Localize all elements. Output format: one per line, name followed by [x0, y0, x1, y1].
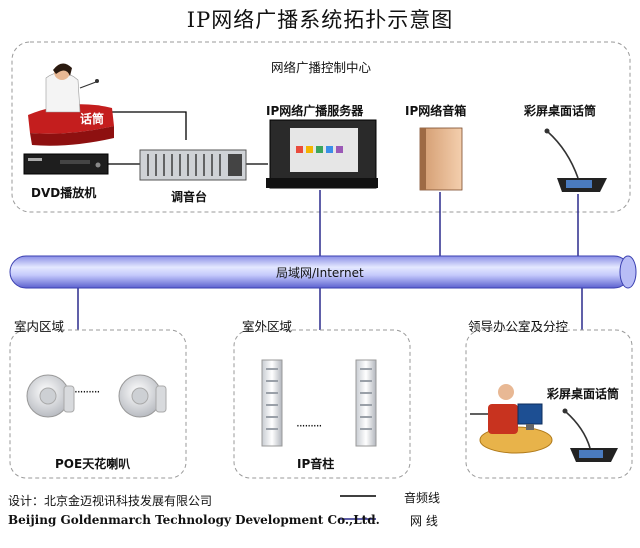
server-label: IP网络广播服务器 [266, 104, 364, 118]
network-links-upper [319, 190, 579, 256]
poe-ceiling-speaker-left-icon [26, 374, 75, 418]
dvd-player-label: DVD播放机 [31, 186, 97, 200]
outdoor-zone-box [233, 329, 411, 479]
indoor-ellipsis: ········· [74, 385, 100, 399]
indoor-zone-box [9, 329, 187, 479]
office-zone-label: 领导办公室及分控 [468, 319, 569, 334]
ip-speaker-label: IP网络音箱 [405, 104, 467, 118]
network-pipe [9, 255, 637, 289]
ip-speaker-icon [419, 127, 463, 191]
desktop-mic-label: 彩屏桌面话筒 [524, 104, 597, 118]
office-desktop-mic-label: 彩屏桌面话筒 [547, 387, 620, 401]
ip-column-speaker-right-icon [355, 359, 377, 447]
poe-ceiling-speaker-label: POE天花喇叭 [55, 457, 131, 471]
legend-audio-label: 音频线 [404, 491, 441, 505]
poe-ceiling-speaker-right-icon [118, 374, 167, 418]
outdoor-ellipsis: ········· [296, 419, 322, 433]
mixer-icon [139, 149, 247, 181]
diagram-title: IP网络广播系统拓扑示意图 [186, 8, 454, 32]
office-zone-box [465, 329, 633, 479]
dvd-player-icon [23, 153, 109, 175]
ip-column-speaker-left-icon [261, 359, 283, 447]
office-worker-icon [479, 384, 553, 454]
designer-en: Beijing Goldenmarch Technology Developme… [8, 513, 380, 527]
mixer-label: 调音台 [171, 190, 208, 204]
mic-tag-label: 话筒 [80, 112, 105, 126]
audio-links [108, 111, 492, 415]
control-center-box [11, 41, 631, 213]
indoor-zone-label: 室内区域 [14, 319, 65, 334]
server-rack-icon [266, 119, 378, 189]
operator-podium-icon [28, 63, 114, 146]
network-links-lower [77, 288, 583, 330]
network-label: 局域网/Internet [276, 266, 364, 280]
designer-cn: 设计：北京金迈视讯科技发展有限公司 [8, 494, 213, 508]
legend-network-label: 网 线 [410, 514, 438, 528]
control-center-label: 网络广播控制中心 [271, 60, 372, 75]
ip-column-speaker-label: IP音柱 [297, 457, 335, 471]
desktop-mic-icon [544, 128, 607, 192]
outdoor-zone-label: 室外区域 [242, 319, 293, 334]
office-desktop-mic-icon [562, 408, 618, 462]
